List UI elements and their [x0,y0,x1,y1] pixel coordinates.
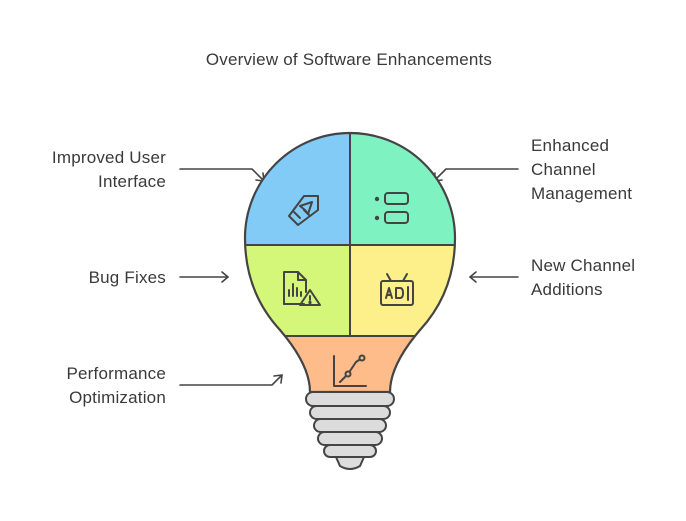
label-line: Additions [531,280,603,299]
label-line: Improved User [51,148,166,167]
label-line: Enhanced [531,136,610,155]
segment-bug-fixes [245,245,350,336]
list-icon [374,192,409,224]
label-line: Management [531,184,633,203]
arrow-performance [179,374,283,386]
label-line: Performance [66,364,166,383]
arrow-improved-ui [179,168,265,182]
label-improved-user-interface: Improved User Interface [52,146,166,194]
cursor-click-icon [288,195,319,226]
label-line: Channel [531,160,596,179]
segment-enhanced-channel [350,133,455,245]
label-performance-optimization: Performance Optimization [66,362,166,410]
ad-tv-icon [380,273,414,306]
line-chart-icon [333,354,367,387]
segment-improved-ui [245,133,350,245]
arrow-new-channel [469,271,519,283]
label-line: Bug Fixes [88,268,166,287]
label-line: New Channel [531,256,636,275]
segment-new-channel [350,245,455,336]
label-line: Interface [98,172,166,191]
diagram-title: Overview of Software Enhancements [205,50,493,69]
label-line: Optimization [69,388,166,407]
arrow-enhanced-channel [433,168,519,182]
bulb-outline [243,131,457,394]
label-bug-fixes: Bug Fixes [89,266,166,290]
arrow-bug-fixes [179,271,229,283]
label-new-channel-additions: New Channel Additions [531,254,635,302]
bulb-base [305,391,395,470]
bug-report-warning-icon [283,271,321,306]
label-enhanced-channel-management: Enhanced Channel Management [531,134,632,206]
